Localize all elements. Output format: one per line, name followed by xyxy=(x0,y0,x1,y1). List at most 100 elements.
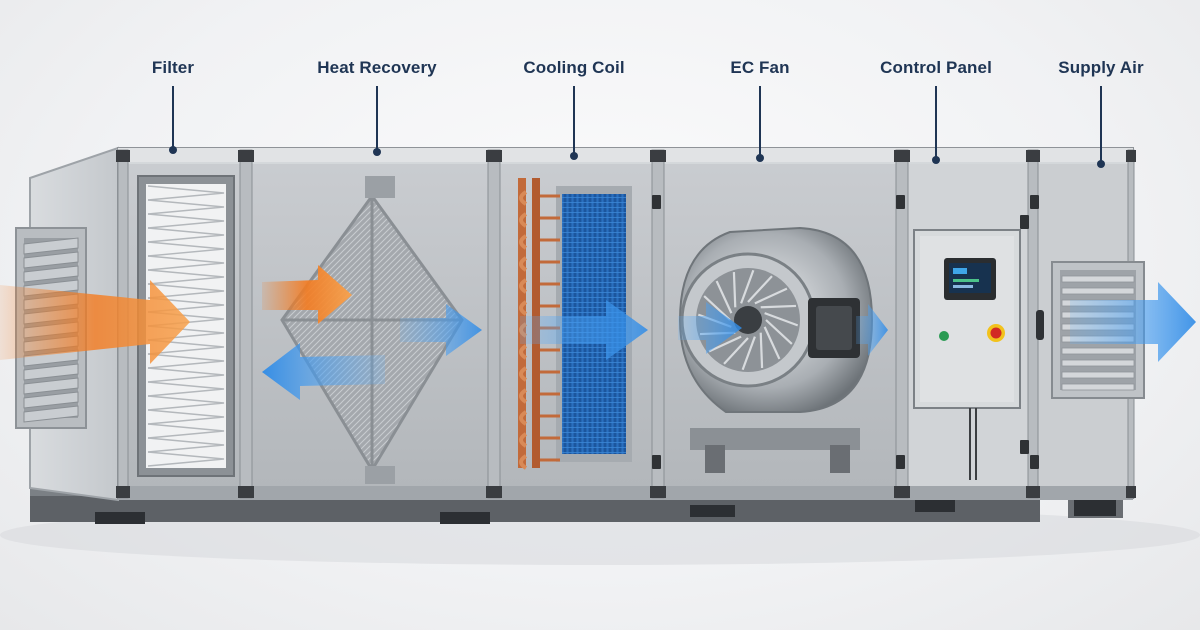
centrifugal-fan-icon xyxy=(678,226,874,473)
corner-bracket xyxy=(894,150,910,162)
control-display-icon xyxy=(944,258,996,300)
corner-bracket xyxy=(116,486,130,498)
fan-blade xyxy=(715,280,733,314)
filter-pleat xyxy=(147,409,225,425)
corner-bracket xyxy=(116,150,130,162)
fan-blade xyxy=(723,337,749,365)
filter-pleat xyxy=(147,241,225,257)
intake-slat xyxy=(23,391,79,409)
fan-blade xyxy=(732,271,737,308)
filter-pleat xyxy=(147,227,225,243)
cool-airflow-arrow-2 xyxy=(520,300,648,360)
door-hinge xyxy=(1020,440,1029,454)
filter-pleat xyxy=(147,367,225,383)
cool-airflow-arrow-3 xyxy=(678,302,742,354)
fan-blade xyxy=(703,295,731,321)
copper-bend xyxy=(519,432,528,448)
intake-slat xyxy=(23,377,79,395)
callout-label-cooling-coil: Cooling Coil xyxy=(523,58,625,77)
copper-bend xyxy=(519,256,528,272)
corner-bracket xyxy=(650,486,666,498)
outlet-slat xyxy=(1061,347,1135,355)
filter-pleat xyxy=(147,213,225,229)
copper-bend xyxy=(519,344,528,360)
door-handle xyxy=(1036,310,1044,340)
corner-bracket xyxy=(1126,486,1136,498)
door-hinge xyxy=(652,195,661,209)
callout-label-supply-air: Supply Air xyxy=(1058,58,1144,77)
door-hinge xyxy=(1020,215,1029,229)
copper-bend xyxy=(519,278,528,294)
fan-blade xyxy=(763,326,781,360)
callout-label-ec-fan: EC Fan xyxy=(730,58,790,77)
fan-blade xyxy=(747,275,773,303)
copper-bend xyxy=(519,234,528,250)
filter-pleat xyxy=(147,339,225,355)
filter-pleat xyxy=(147,395,225,411)
intake-slat xyxy=(23,237,79,255)
callout-label-filter: Filter xyxy=(151,58,195,77)
door-hinge xyxy=(652,455,661,469)
copper-bend xyxy=(519,454,528,470)
supply-airflow-arrow xyxy=(1070,282,1196,362)
fan-blade xyxy=(764,312,799,327)
filter-pleat xyxy=(147,255,225,271)
filter-pleat xyxy=(147,353,225,369)
outlet-slat xyxy=(1061,359,1135,367)
corner-bracket xyxy=(650,150,666,162)
corner-bracket xyxy=(486,150,502,162)
callout-label-control-panel: Control Panel xyxy=(880,58,992,77)
door-hinge xyxy=(1030,195,1039,209)
warm-intake-airflow-arrow xyxy=(0,280,190,364)
fan-blade xyxy=(765,319,793,345)
callout-leaders xyxy=(169,86,1105,168)
corner-bracket xyxy=(238,486,254,498)
copper-bend xyxy=(519,300,528,316)
filter-pleat xyxy=(147,185,225,201)
door-hinge xyxy=(896,195,905,209)
cool-airflow-arrow-4 xyxy=(856,304,888,356)
filter-pleat xyxy=(147,381,225,397)
intake-slat xyxy=(23,265,79,283)
fan-blade xyxy=(760,304,797,309)
frame-post xyxy=(487,149,501,499)
corner-bracket xyxy=(1126,150,1136,162)
copper-bend xyxy=(519,388,528,404)
warm-exchanger-airflow-arrow xyxy=(262,265,352,324)
copper-bend xyxy=(519,212,528,228)
copper-bend xyxy=(519,190,528,206)
emergency-stop-icon xyxy=(987,324,1005,342)
copper-bend xyxy=(519,410,528,426)
fan-blade xyxy=(759,332,764,369)
corner-bracket xyxy=(238,150,254,162)
filter-pleat xyxy=(147,451,225,467)
exhaust-return-airflow-arrow xyxy=(262,343,385,400)
leader-dot xyxy=(373,148,381,156)
leader-dot xyxy=(169,146,177,154)
corner-bracket xyxy=(1026,150,1040,162)
filter-pleat xyxy=(147,269,225,285)
outlet-slat xyxy=(1061,287,1135,295)
heat-exchanger-icon xyxy=(280,176,464,484)
door-hardware xyxy=(652,195,1044,469)
leader-dot xyxy=(570,152,578,160)
frame-post xyxy=(239,149,253,499)
intake-slat xyxy=(23,251,79,269)
outlet-slat xyxy=(1061,371,1135,379)
intake-slat xyxy=(23,405,79,423)
fan-blade xyxy=(708,335,742,353)
filter-pleat xyxy=(147,283,225,299)
corner-bracket xyxy=(486,486,502,498)
fan-blade xyxy=(741,336,756,371)
intake-slat xyxy=(23,363,79,381)
outlet-slat xyxy=(1061,383,1135,391)
filter-pleat xyxy=(147,199,225,215)
filter-pleat xyxy=(147,423,225,439)
cool-airflow-arrow-1 xyxy=(400,304,482,356)
callout-label-heat-recovery: Heat Recovery xyxy=(317,58,437,77)
corner-bracket xyxy=(894,486,910,498)
door-hinge xyxy=(896,455,905,469)
fan-blade xyxy=(754,287,788,305)
start-button-icon xyxy=(939,331,949,341)
